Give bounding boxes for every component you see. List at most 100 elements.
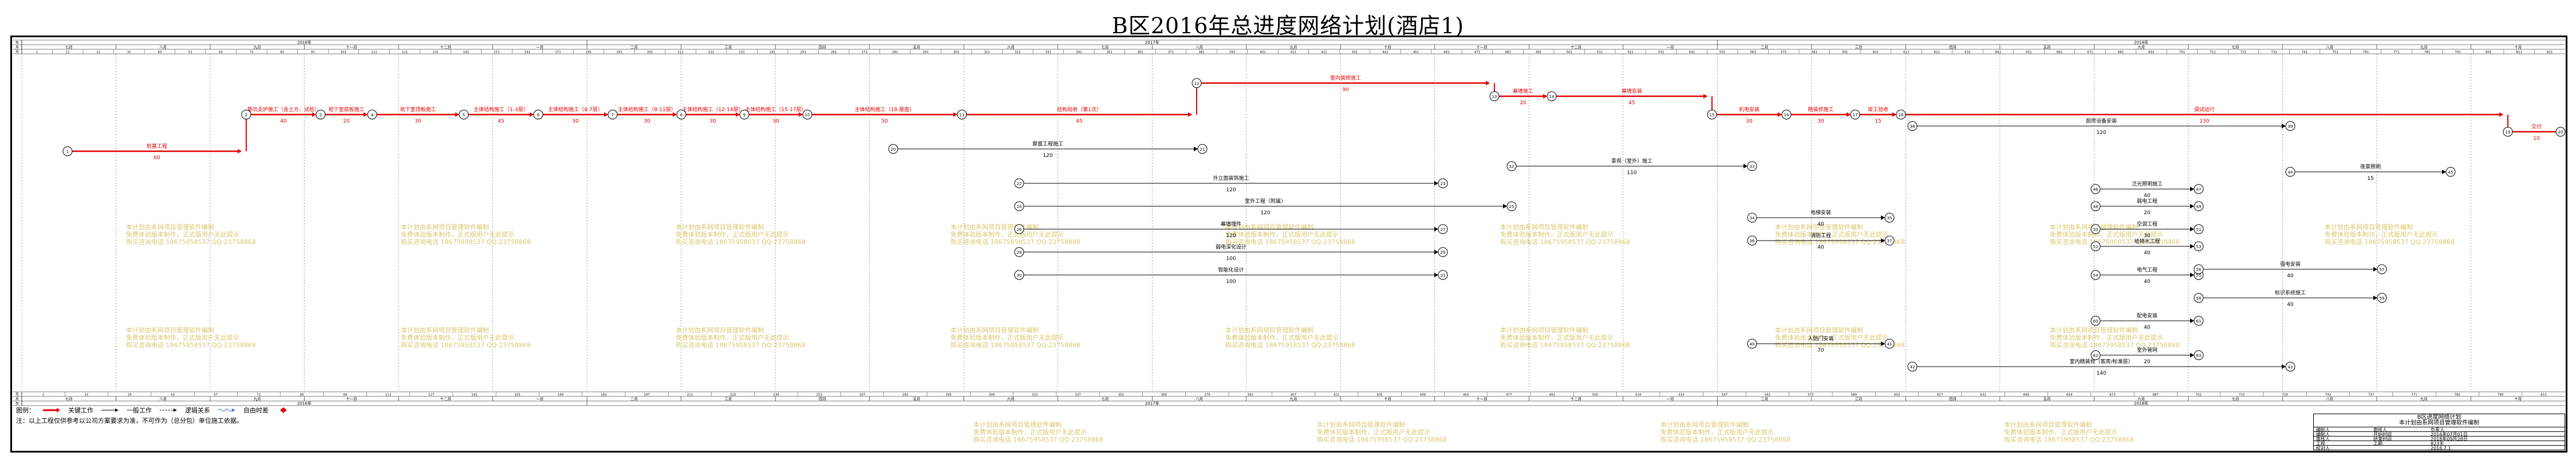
event-node [1438,178,1448,188]
task-duration: 120 [1043,153,1052,159]
watermark-line: 购买咨询电话 18675958537 QQ:23758868 [126,341,256,349]
day-tick: 295 [945,394,952,397]
day-tick: 71 [257,394,261,397]
node-number: 53 [2196,245,2202,249]
day-tick: 771 [2393,51,2400,54]
watermark-line: 免费体验版本制作，正式版用户无此提示 [2050,230,2163,238]
month-label: 二月 [630,397,638,402]
month-label: 九月 [254,45,261,50]
month-label: 一月 [1667,397,1674,402]
day-tick: 391 [1229,51,1236,54]
task-name: 景观（室外）施工 [1611,158,1652,164]
watermark-line: 购买咨询电话 18675958537 QQ:23758868 [2004,435,2134,443]
event-node [62,146,73,156]
critical-arrow-head [1892,112,1896,117]
day-tick: 505 [1592,394,1599,397]
watermark-line: 本计划由系网项目管理软件编制 [1500,223,1588,231]
event-node [1014,224,1024,234]
task-arrow-head [2282,124,2286,128]
task-name: 室内装修施工 [1330,74,1361,81]
node-number: 35 [1887,216,1892,221]
day-tick: 251 [800,51,806,54]
month-label: 十月 [2514,45,2522,50]
day-tick: 253 [816,394,823,397]
node-number: 20 [891,147,896,152]
task-arrow-head [1881,238,1885,243]
month-label: 十一月 [346,396,357,402]
day-tick: 291 [923,51,929,54]
day-tick: 393 [1247,394,1253,397]
day-tick: 121 [402,51,408,54]
day-tick: 407 [1291,394,1297,397]
task-arrow-head [2190,273,2194,277]
critical-arrow-head [238,149,242,154]
day-tick: 61 [219,51,223,54]
task-name: 消防工程 [1810,232,1831,239]
event-node [1781,109,1792,120]
day-tick: 603 [1894,394,1900,397]
day-tick: 91 [311,51,315,54]
watermark-line: 购买咨询电话 18675958537 QQ:23758868 [1660,435,1790,443]
task-duration: 15 [1875,119,1881,124]
node-number: 58 [2196,296,2202,301]
task-duration: 130 [2199,119,2209,124]
event-node [1438,224,1448,234]
month-label: 一月 [536,397,543,402]
task-name: 外立面装饰施工 [1213,175,1249,182]
day-tick: 321 [1015,51,1021,54]
day-tick: 21 [96,51,100,54]
watermark-line: 免费体验版本制作，正式版用户无此提示 [1660,428,1774,436]
task-duration: 45 [1076,119,1082,124]
month-label: 七月 [1101,45,1108,50]
task-duration: 120 [1226,233,1236,239]
day-tick: 641 [1995,51,2002,54]
month-label: 六月 [2137,45,2145,50]
event-node [2090,270,2101,280]
node-number: 18 [1899,113,1904,117]
day-tick: 501 [1566,51,1572,54]
task-name: 屋面工程施工 [1032,140,1063,147]
watermark-line: 购买咨询电话 18675958537 QQ:23758868 [1225,238,1355,246]
day-tick: 99 [343,394,347,397]
task-name: 地下室底板施工 [328,106,364,113]
day-tick: 673 [2109,394,2116,397]
month-label: 九月 [1290,45,1297,50]
task-duration: 30 [644,119,650,124]
day-tick: 813 [2541,394,2547,397]
node-number: 11 [960,113,965,117]
event-node [676,109,687,120]
task-name: 竣工验收 [1868,106,1888,113]
task-duration: 120 [1260,210,1270,216]
task-duration: 110 [1627,170,1636,176]
day-tick: 661 [2057,51,2063,54]
task-arrow-head [2442,170,2446,174]
day-tick: 533 [1678,394,1685,397]
day-tick: 575 [1808,394,1814,397]
event-node [2090,201,2101,211]
watermark-line: 免费体验版本制作，正式版用户无此提示 [1500,230,1614,238]
day-tick: 651 [2026,51,2032,54]
event-node [2555,127,2566,137]
event-node [2503,127,2513,137]
day-tick: 351 [1107,51,1113,54]
watermark-line: 本计划由系网项目管理软件编制 [1660,420,1749,428]
event-node [1547,91,1557,101]
watermark-line: 购买咨询电话 18675958537 QQ:23758868 [1317,435,1447,443]
task-duration: 40 [1817,222,1824,227]
task-duration: 40 [2144,325,2151,331]
watermark-line: 免费体验版本制作，正式版用户无此提示 [676,333,789,341]
month-label: 九月 [2420,45,2428,50]
day-tick: 81 [280,51,284,54]
watermark-line: 本计划由系网项目管理软件编制 [401,326,489,334]
node-number: 15 [1710,113,1715,117]
day-tick: 541 [1689,51,1695,54]
day-tick: 231 [739,51,745,54]
day-tick: 491 [1549,394,1555,397]
month-label: 一月 [1667,45,1674,50]
day-tick: 721 [2240,51,2247,54]
